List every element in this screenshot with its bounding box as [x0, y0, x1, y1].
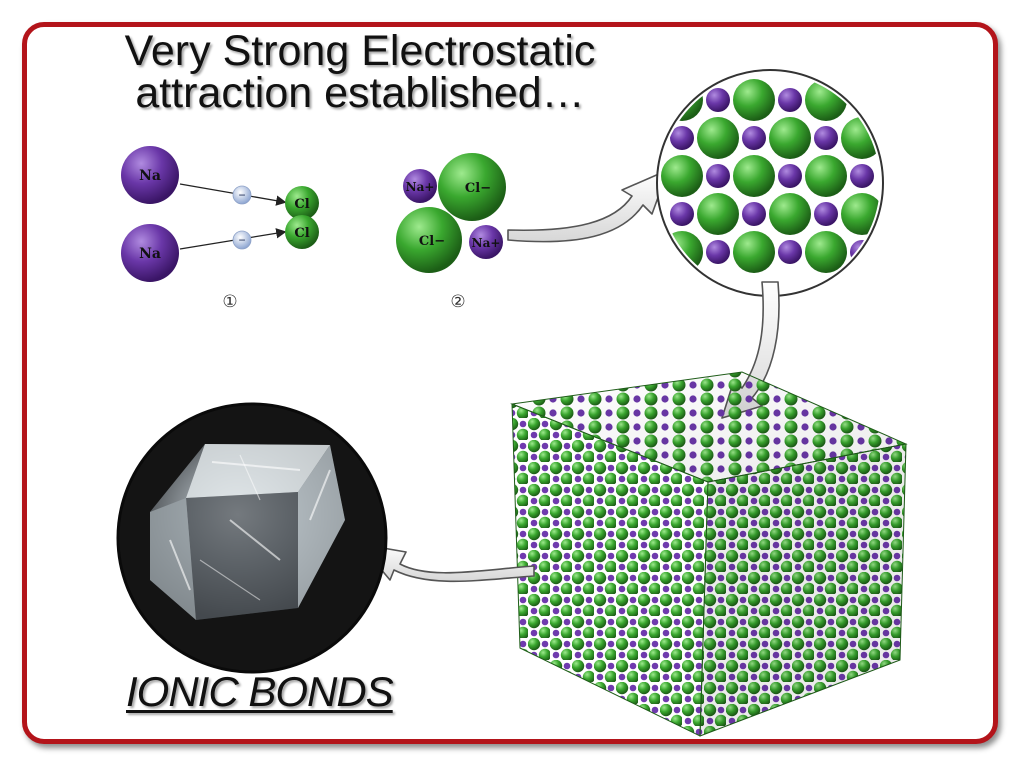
- slide-title: Very Strong Electrostatic attraction est…: [60, 27, 660, 117]
- electron: [232, 185, 252, 205]
- lattice-chloride-ion: [805, 155, 847, 197]
- lattice-chloride-ion: [697, 193, 739, 235]
- lattice-sodium-ion: [778, 164, 802, 188]
- salt-crystal-photo: [116, 402, 388, 674]
- sodium-ion: [469, 225, 503, 259]
- lattice-chloride-ion: [733, 155, 775, 197]
- chlorine-atom: [285, 186, 319, 220]
- lattice-sodium-ion: [670, 126, 694, 150]
- lattice-sodium-ion: [742, 202, 766, 226]
- electron: [232, 230, 252, 250]
- chloride-ion: [396, 207, 462, 273]
- lattice-sodium-ion: [814, 202, 838, 226]
- step-2-number: ②: [450, 292, 465, 312]
- electron-charge: −: [238, 188, 245, 202]
- lattice-chloride-ion: [661, 155, 703, 197]
- step-2-ion-pairs: Cl− Cl− Na+ Na+ ②: [396, 153, 506, 312]
- arrow-to-salt-crystal: [359, 543, 535, 583]
- sodium-ion-label: Na+: [472, 236, 501, 250]
- chlorine-atom: [285, 215, 319, 249]
- arrow-to-lattice: [507, 169, 669, 243]
- ionic-bonds-caption: IONIC BONDS: [126, 668, 394, 715]
- step-1-number: ①: [222, 292, 237, 312]
- lattice-sodium-ion: [706, 164, 730, 188]
- sodium-ion: [403, 169, 437, 203]
- lattice-sodium-ion: [670, 202, 694, 226]
- lattice-chloride-ion: [805, 231, 847, 273]
- sodium-atom: [121, 146, 179, 204]
- title-line-1: Very Strong Electrostatic: [124, 27, 596, 75]
- crystal-lattice-cube: [510, 371, 908, 737]
- lattice-chloride-ion: [733, 79, 775, 121]
- lattice-sodium-ion: [706, 240, 730, 264]
- unit-cell-lattice: [656, 69, 884, 297]
- lattice-chloride-ion: [769, 193, 811, 235]
- lattice-chloride-ion: [733, 231, 775, 273]
- chlorine-label: Cl: [294, 197, 309, 212]
- chloride-ion: [438, 153, 506, 221]
- lattice-sodium-ion: [778, 240, 802, 264]
- chlorine-label: Cl: [294, 226, 309, 241]
- chloride-label: Cl−: [419, 234, 445, 249]
- lattice-chloride-ion: [769, 117, 811, 159]
- electron-charge: −: [238, 233, 245, 247]
- lattice-sodium-ion: [742, 126, 766, 150]
- sodium-label: Na: [139, 168, 161, 184]
- lattice-sodium-ion: [850, 164, 874, 188]
- chloride-label: Cl−: [465, 181, 491, 196]
- step-1-electron-transfer: Na Na − − Cl Cl ①: [121, 146, 319, 312]
- lattice-sodium-ion: [814, 126, 838, 150]
- title-line-2: attraction established…: [135, 69, 585, 117]
- sodium-atom: [121, 224, 179, 282]
- lattice-sodium-ion: [778, 88, 802, 112]
- sodium-ion-label: Na+: [406, 180, 435, 194]
- lattice-sodium-ion: [706, 88, 730, 112]
- sodium-label: Na: [139, 246, 161, 262]
- lattice-chloride-ion: [697, 117, 739, 159]
